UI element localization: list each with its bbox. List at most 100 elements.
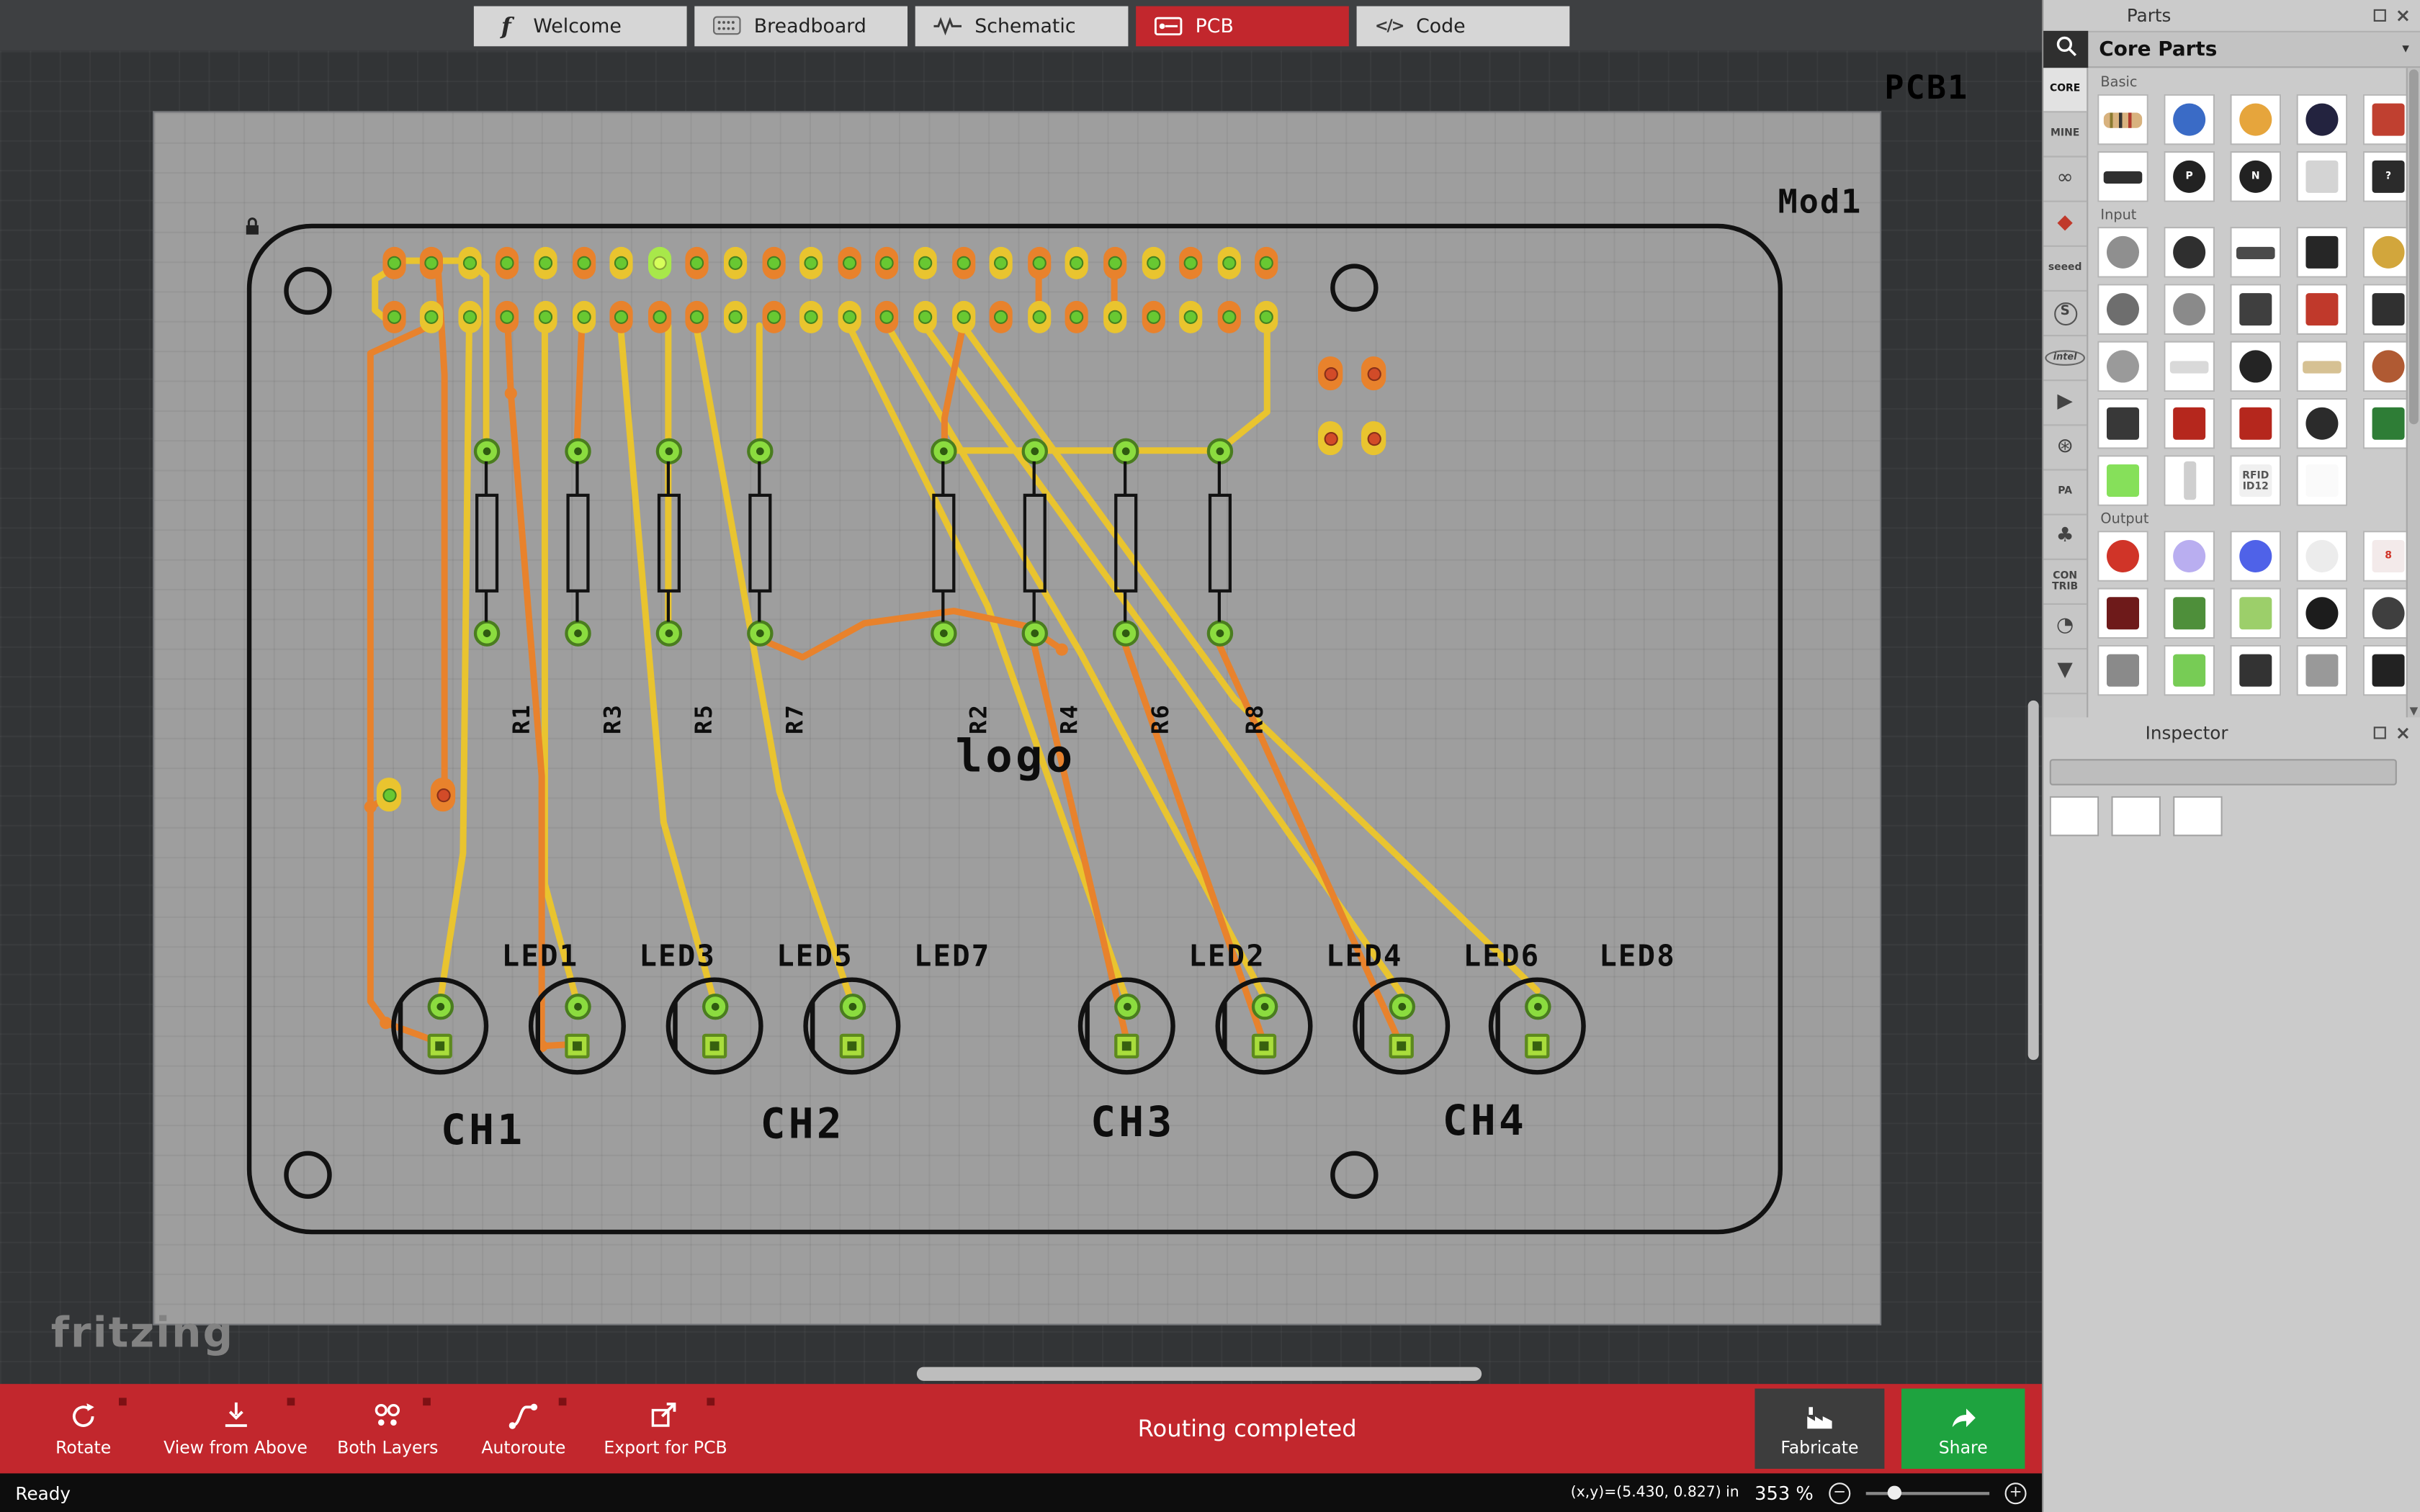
parts-scrollbar-thumb[interactable] xyxy=(2409,69,2419,425)
silkscreen-logo-text[interactable]: logo xyxy=(955,729,1076,783)
led-footprint[interactable] xyxy=(662,973,767,1079)
led-footprint[interactable] xyxy=(1074,973,1179,1079)
header-pad[interactable] xyxy=(420,246,444,279)
part-solenoid[interactable] xyxy=(2296,644,2348,696)
header-pad[interactable] xyxy=(647,246,671,279)
part-transistor-pnp[interactable]: P xyxy=(2164,151,2215,202)
part-joystick[interactable] xyxy=(2164,227,2215,278)
part-rotary-switch[interactable] xyxy=(2164,284,2215,335)
resistor-pad[interactable] xyxy=(746,619,773,646)
header-pad[interactable] xyxy=(951,246,975,279)
part-photoresistor[interactable] xyxy=(2362,341,2406,392)
header-pad[interactable] xyxy=(913,246,937,279)
part-rotary-encoder[interactable] xyxy=(2097,284,2148,335)
part-diode[interactable] xyxy=(2097,151,2148,202)
tab-schematic[interactable]: Schematic xyxy=(914,5,1128,46)
fabricate-button[interactable]: Fabricate xyxy=(1754,1388,1885,1469)
tab-breadboard[interactable]: Breadboard xyxy=(694,5,907,46)
part-led-purple[interactable] xyxy=(2164,531,2215,582)
both-layers-button[interactable]: Both Layers xyxy=(320,1384,456,1473)
header-pad[interactable] xyxy=(1103,300,1127,333)
header-pad[interactable] xyxy=(1141,246,1165,279)
resistor-pad[interactable] xyxy=(1021,619,1047,646)
tab-pcb[interactable]: PCB xyxy=(1135,5,1348,46)
header-pad[interactable] xyxy=(1027,246,1051,279)
led-footprint[interactable] xyxy=(525,973,630,1079)
parts-bin-tab-propeller[interactable]: ⊛ xyxy=(2043,426,2087,471)
scroll-down-icon[interactable]: ▼ xyxy=(2409,705,2419,718)
header-pad[interactable] xyxy=(1141,300,1165,333)
header-pad[interactable] xyxy=(989,246,1013,279)
led-cathode-pad[interactable] xyxy=(839,1033,864,1058)
led-cathode-pad[interactable] xyxy=(1389,1033,1414,1058)
parts-bin-tab-contrib[interactable]: CON TRIB xyxy=(2043,560,2087,605)
drill-hole[interactable] xyxy=(1330,263,1378,311)
header-pad[interactable] xyxy=(1179,300,1203,333)
autoroute-button[interactable]: Autoroute xyxy=(456,1384,592,1473)
resistor-pad[interactable] xyxy=(1206,437,1233,464)
part-pushbutton[interactable] xyxy=(2296,284,2348,335)
resistor-pad[interactable] xyxy=(1111,437,1139,464)
part-rgb-led[interactable] xyxy=(2296,531,2348,582)
bin-menu-icon[interactable]: ▾ xyxy=(2402,41,2409,58)
header-pad[interactable] xyxy=(875,246,899,279)
part-flex-sensor[interactable] xyxy=(2296,341,2348,392)
export-for-pcb-button[interactable]: Export for PCB xyxy=(591,1384,740,1473)
part-led-blue[interactable] xyxy=(2230,531,2282,582)
parts-scrollbar[interactable]: ▼ xyxy=(2406,68,2420,718)
module-label[interactable]: Mod1 xyxy=(1778,183,1863,221)
part-vibration-motor[interactable] xyxy=(2362,588,2406,639)
header-pad[interactable] xyxy=(1217,300,1241,333)
part-relay[interactable] xyxy=(2362,644,2406,696)
header-pad[interactable] xyxy=(420,300,444,333)
part-led-strip[interactable] xyxy=(2164,644,2215,696)
header-pad[interactable] xyxy=(875,300,899,333)
part-dc-motor[interactable] xyxy=(2097,341,2148,392)
part-led-bar-graph[interactable] xyxy=(2097,455,2148,506)
resistor-body[interactable] xyxy=(931,493,955,593)
header-pad[interactable] xyxy=(1217,246,1241,279)
led-anode-pad[interactable] xyxy=(1524,992,1551,1020)
led-anode-pad[interactable] xyxy=(564,992,591,1020)
header-pad[interactable] xyxy=(647,300,671,333)
header-pad[interactable] xyxy=(1255,300,1278,333)
resistor-pad[interactable] xyxy=(472,437,500,464)
through-hole-pad[interactable] xyxy=(1318,421,1343,456)
part-sparkfun-breakout[interactable] xyxy=(2164,397,2215,449)
rotate-button[interactable]: Rotate xyxy=(15,1384,151,1473)
part-rotary-potentiometer[interactable] xyxy=(2097,227,2148,278)
header-pad[interactable] xyxy=(382,246,405,279)
header-pad[interactable] xyxy=(837,246,861,279)
view-from-above-button[interactable]: View from Above xyxy=(151,1384,320,1473)
header-pad[interactable] xyxy=(761,300,785,333)
through-hole-pad[interactable] xyxy=(376,778,402,812)
zoom-in-button[interactable]: + xyxy=(2004,1482,2027,1504)
part-phototransistor[interactable] xyxy=(2296,397,2348,449)
resistor-pad[interactable] xyxy=(1111,619,1139,646)
resistor-pad[interactable] xyxy=(655,437,682,464)
header-pad[interactable] xyxy=(723,300,747,333)
parts-bin-tab-iduino[interactable]: ♣ xyxy=(2043,516,2087,560)
close-icon[interactable]: × xyxy=(2395,721,2411,744)
led-cathode-pad[interactable] xyxy=(565,1033,590,1058)
header-pad[interactable] xyxy=(609,300,633,333)
search-parts-button[interactable] xyxy=(2043,30,2089,68)
parts-bin-tab-arduino[interactable]: ∞ xyxy=(2043,158,2087,202)
undock-icon[interactable] xyxy=(2373,9,2386,22)
resistor-body[interactable] xyxy=(1113,493,1137,593)
header-pad[interactable] xyxy=(1027,300,1051,333)
part-sparkfun-sensor-board[interactable] xyxy=(2230,397,2282,449)
part-seven-segment-display[interactable]: 8 xyxy=(2362,531,2406,582)
part-capacitor-ceramic[interactable] xyxy=(2164,94,2215,145)
header-pad[interactable] xyxy=(534,246,557,279)
zoom-out-button[interactable]: − xyxy=(1829,1482,1851,1504)
led-footprint[interactable] xyxy=(1349,973,1454,1079)
header-pad[interactable] xyxy=(1179,246,1203,279)
part-lcd-16x2[interactable] xyxy=(2164,588,2215,639)
part-slide-potentiometer[interactable] xyxy=(2230,227,2282,278)
header-pad[interactable] xyxy=(989,300,1013,333)
part-resistor[interactable] xyxy=(2097,94,2148,145)
drill-hole[interactable] xyxy=(283,266,331,315)
